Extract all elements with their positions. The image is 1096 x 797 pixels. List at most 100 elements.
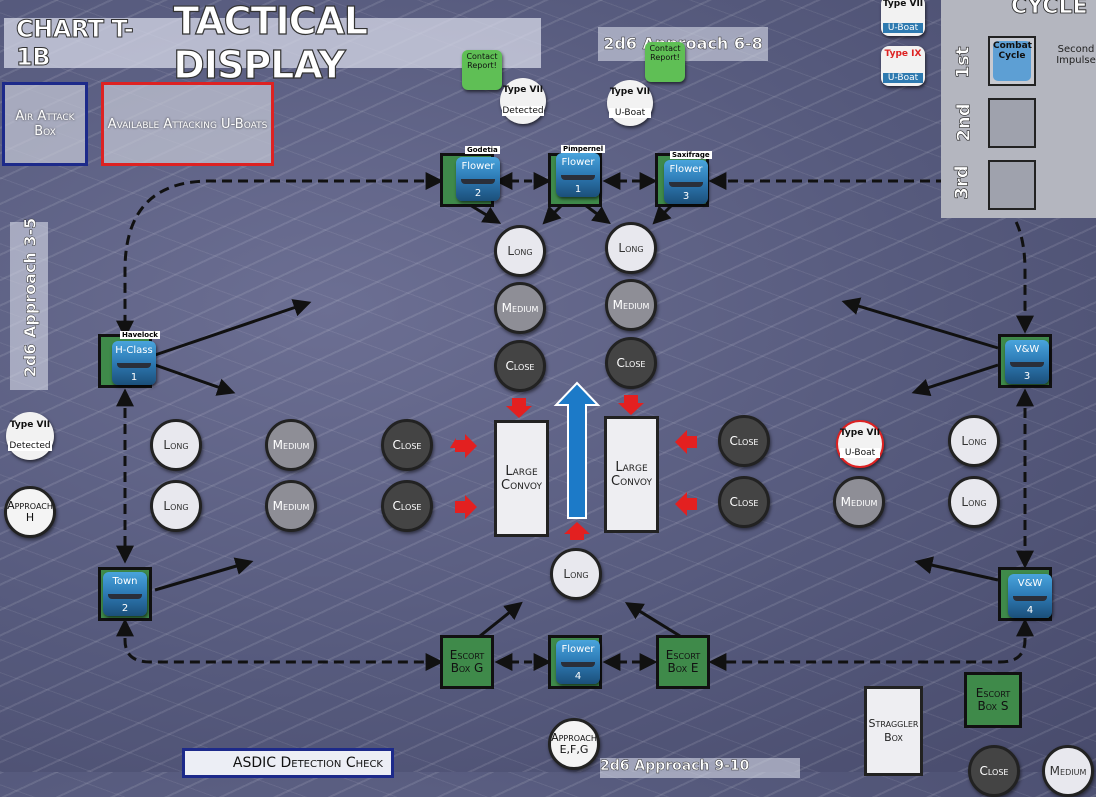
uboat-type: Type IX [881,49,925,59]
ship-hull-icon [669,182,703,187]
combat-cycle-marker[interactable]: Combat Cycle [993,41,1031,81]
air-attack-box[interactable]: Air Attack Box [2,82,88,166]
ship-hull-icon [117,363,151,368]
ship-name-tag: Saxifrage [670,151,712,159]
ship-class: V&W [1005,344,1049,355]
approach-label-left-box: 2d6 Approach 3-5 [10,222,48,390]
uboat-marker[interactable]: Type VII U-Boat [881,0,925,36]
escort-box-e[interactable]: Escort Box E [656,635,710,689]
ship-number: 1 [556,184,600,195]
cycle-cell-3rd[interactable] [988,160,1036,210]
cycle-title: CYCLE [1011,0,1087,19]
ship-class: Flower [664,164,708,175]
range-close[interactable]: Close [718,415,770,467]
uboat-marker[interactable]: Type IX U-Boat [881,46,925,86]
ship-class: Flower [556,157,600,168]
combat-cycle-cell[interactable]: Combat Cycle [988,36,1036,86]
uboat-status: Detected [8,441,52,451]
contact-report-marker[interactable]: Contact Report! [645,42,685,82]
uboat-type: Type VII [6,420,54,430]
range-medium[interactable]: Medium [265,480,317,532]
uboat-status: U-Boat [840,448,880,458]
range-long[interactable]: Long [150,480,202,532]
range-close[interactable]: Close [381,480,433,532]
range-close[interactable]: Close [494,340,546,392]
approach-efg[interactable]: Approach E,F,G [548,718,600,770]
uboat-status: U-Boat [609,108,651,118]
range-long[interactable]: Long [150,419,202,471]
uboat-status: U-Boat [883,73,923,83]
uboat-status: Detected [502,106,544,116]
straggler-box[interactable]: Straggler Box [864,686,923,776]
ship-number: 4 [1008,605,1052,616]
large-convoy-left[interactable]: Large Convoy [494,420,549,537]
uboat-marker[interactable]: Type VII U-Boat [607,80,653,126]
range-close[interactable]: Close [718,476,770,528]
ship-class: V&W [1008,578,1052,589]
escort-ship-counter[interactable]: Flower 3 [664,160,708,204]
approach-h[interactable]: Approach H [4,486,56,538]
ship-class: Flower [456,161,500,172]
ship-class: H-Class [112,345,156,356]
escort-box-g[interactable]: Escort Box G [440,635,494,689]
uboat-type: Type VII [838,428,882,438]
escort-ship-counter[interactable]: Flower 1 [556,153,600,197]
available-u-boats-box[interactable]: Available Attacking U-Boats [101,82,274,166]
range-long[interactable]: Long [550,548,602,600]
uboat-type: Type VII [607,87,653,97]
uboat-marker[interactable]: Type VII U-Boat [836,420,884,468]
cycle-panel: CYCLE 1st 2nd 3rd Combat Cycle Second Im… [941,0,1096,218]
uboat-marker[interactable]: Type VII Detected [500,78,546,124]
range-close[interactable]: Close [968,745,1020,797]
cycle-row-1: 1st [952,47,973,79]
escort-ship-counter[interactable]: Flower 4 [556,640,600,684]
range-long[interactable]: Long [605,222,657,274]
range-medium[interactable]: Medium [605,279,657,331]
contact-label: Contact Report! [462,52,502,70]
ship-name-tag: Godetia [465,146,500,154]
ship-number: 1 [112,372,156,383]
escort-ship-counter[interactable]: H-Class 1 [112,341,156,385]
range-medium[interactable]: Medium [833,476,885,528]
ship-hull-icon [461,179,495,184]
ship-number: 2 [456,188,500,199]
second-impulse[interactable]: Second Impulse [1053,44,1096,66]
ship-hull-icon [1013,596,1047,601]
cycle-row-2: 2nd [954,103,975,141]
escort-ship-counter[interactable]: Flower 2 [456,157,500,201]
contact-report-marker[interactable]: Contact Report! [462,50,502,90]
escort-ship-counter[interactable]: Town 2 [103,572,147,616]
ship-name-tag: Pimpernel [561,145,605,153]
large-convoy-right[interactable]: Large Convoy [604,416,659,533]
ship-number: 2 [103,603,147,614]
uboat-type: Type VII [500,85,546,95]
range-medium[interactable]: Medium [1042,745,1094,797]
range-close[interactable]: Close [381,419,433,471]
approach-label-bottom: 2d6 Approach 9-10 [600,758,800,778]
uboat-type: Type VII [881,0,925,9]
range-long[interactable]: Long [948,415,1000,467]
ship-hull-icon [561,175,595,180]
approach-label-left: 2d6 Approach 3-5 [21,214,40,382]
range-close[interactable]: Close [605,337,657,389]
ship-hull-icon [108,594,142,599]
chart-id: CHART T-1B [16,15,163,71]
ship-hull-icon [561,662,595,667]
range-medium[interactable]: Medium [265,419,317,471]
ship-name-tag: Havelock [120,331,160,339]
contact-label: Contact Report! [645,44,685,62]
range-long[interactable]: Long [494,225,546,277]
escort-ship-counter[interactable]: V&W 4 [1008,574,1052,618]
ship-number: 3 [664,191,708,202]
ship-number: 3 [1005,371,1049,382]
ship-class: Flower [556,644,600,655]
range-medium[interactable]: Medium [494,282,546,334]
asdic-detection-check[interactable]: ASDIC Detection Check [182,748,394,778]
chart-title: CHART T-1B TACTICAL DISPLAY [4,18,541,68]
range-long[interactable]: Long [948,476,1000,528]
escort-box-s[interactable]: Escort Box S [964,672,1022,728]
uboat-marker[interactable]: Type VII Detected [6,412,54,460]
cycle-cell-2nd[interactable] [988,98,1036,148]
escort-ship-counter[interactable]: V&W 3 [1005,340,1049,384]
cycle-row-3: 3rd [952,165,973,199]
